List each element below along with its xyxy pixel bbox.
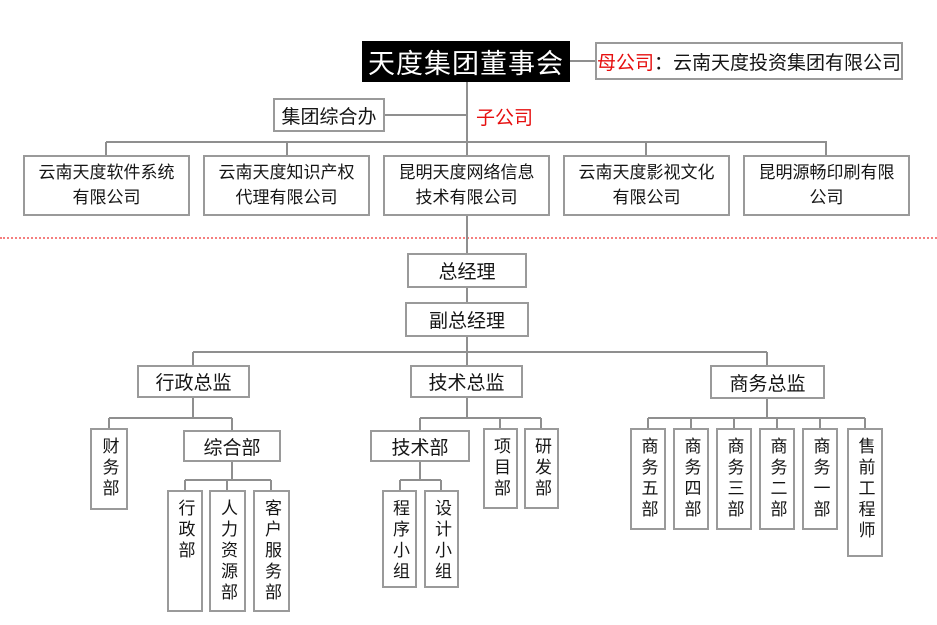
connector-line <box>499 418 501 428</box>
deputy-general-manager-box: 副总经理 <box>405 302 529 337</box>
connector-line <box>819 418 821 428</box>
board-of-directors-box: 天度集团董事会 <box>362 41 570 82</box>
connector-line <box>193 351 767 353</box>
connector-line <box>226 480 228 490</box>
business-director-box: 商务总监 <box>710 365 825 399</box>
connector-line <box>645 142 647 155</box>
connector-line <box>648 417 865 419</box>
connector-line <box>766 352 768 365</box>
business-dept-2-box: 商务二部 <box>759 428 795 530</box>
connector-line <box>185 479 271 481</box>
connector-line <box>286 142 288 155</box>
connector-line <box>466 82 468 155</box>
program-team-box: 程序小组 <box>382 490 417 588</box>
connector-line <box>109 417 232 419</box>
connector-line <box>184 480 186 490</box>
connector-line <box>270 480 272 490</box>
company-printing-box: 昆明源畅印刷有限公司 <box>743 155 910 216</box>
connector-line <box>466 337 468 352</box>
admin-director-box: 行政总监 <box>137 365 250 398</box>
company-network-box: 昆明天度网络信息技术有限公司 <box>383 155 550 216</box>
tech-dept-box: 技术部 <box>370 430 470 462</box>
group-admin-office-box: 集团综合办 <box>273 98 385 132</box>
company-media-box: 云南天度影视文化有限公司 <box>563 155 730 216</box>
business-dept-3-box: 商务三部 <box>716 428 752 530</box>
connector-line <box>231 418 233 430</box>
connector-line <box>733 418 735 428</box>
business-dept-4-box: 商务四部 <box>673 428 709 530</box>
connector-line <box>105 142 107 155</box>
connector-line <box>864 418 866 428</box>
connector-line <box>192 352 194 365</box>
design-team-box: 设计小组 <box>424 490 459 588</box>
connector-line <box>192 398 194 418</box>
connector-line <box>108 418 110 428</box>
subsidiary-divider-dotted-line <box>0 237 937 239</box>
presales-engineer-box: 售前工程师 <box>847 428 883 557</box>
general-manager-box: 总经理 <box>407 253 527 288</box>
connector-line <box>570 60 595 62</box>
rd-dept-box: 研发部 <box>524 428 559 509</box>
admin-dept-box: 行政部 <box>167 490 203 612</box>
connector-line <box>647 418 649 428</box>
connector-line <box>385 114 468 116</box>
tech-director-box: 技术总监 <box>410 365 523 398</box>
connector-line <box>766 398 768 418</box>
connector-line <box>420 417 541 419</box>
customer-service-dept-box: 客户服务部 <box>253 490 290 612</box>
connector-line <box>466 352 468 365</box>
finance-dept-box: 财务部 <box>90 428 128 510</box>
connector-line <box>231 462 233 480</box>
connector-line <box>419 418 421 430</box>
business-dept-1-box: 商务一部 <box>802 428 838 530</box>
general-affairs-dept-box: 综合部 <box>183 430 281 462</box>
connector-line <box>466 216 468 253</box>
hr-dept-box: 人力资源部 <box>209 490 246 612</box>
connector-line <box>540 418 542 428</box>
company-software-box: 云南天度软件系统有限公司 <box>23 155 190 216</box>
connector-line <box>440 480 442 490</box>
connector-line <box>466 398 468 418</box>
connector-line <box>419 462 421 480</box>
parent-company-box-text-1: ：云南天度投资集团有限公司 <box>654 51 902 74</box>
connector-line <box>106 141 827 143</box>
connector-line <box>825 142 827 155</box>
subsidiary-label: 子公司 <box>476 106 534 129</box>
connector-line <box>466 288 468 302</box>
company-ip-agency-box: 云南天度知识产权代理有限公司 <box>203 155 370 216</box>
parent-company-box-text-0: 母公司 <box>596 51 654 74</box>
connector-line <box>400 479 441 481</box>
parent-company-box: 母公司：云南天度投资集团有限公司 <box>595 42 903 80</box>
business-dept-5-box: 商务五部 <box>630 428 666 530</box>
connector-line <box>690 418 692 428</box>
connector-line <box>399 480 401 490</box>
project-dept-box: 项目部 <box>483 428 518 509</box>
connector-line <box>776 418 778 428</box>
